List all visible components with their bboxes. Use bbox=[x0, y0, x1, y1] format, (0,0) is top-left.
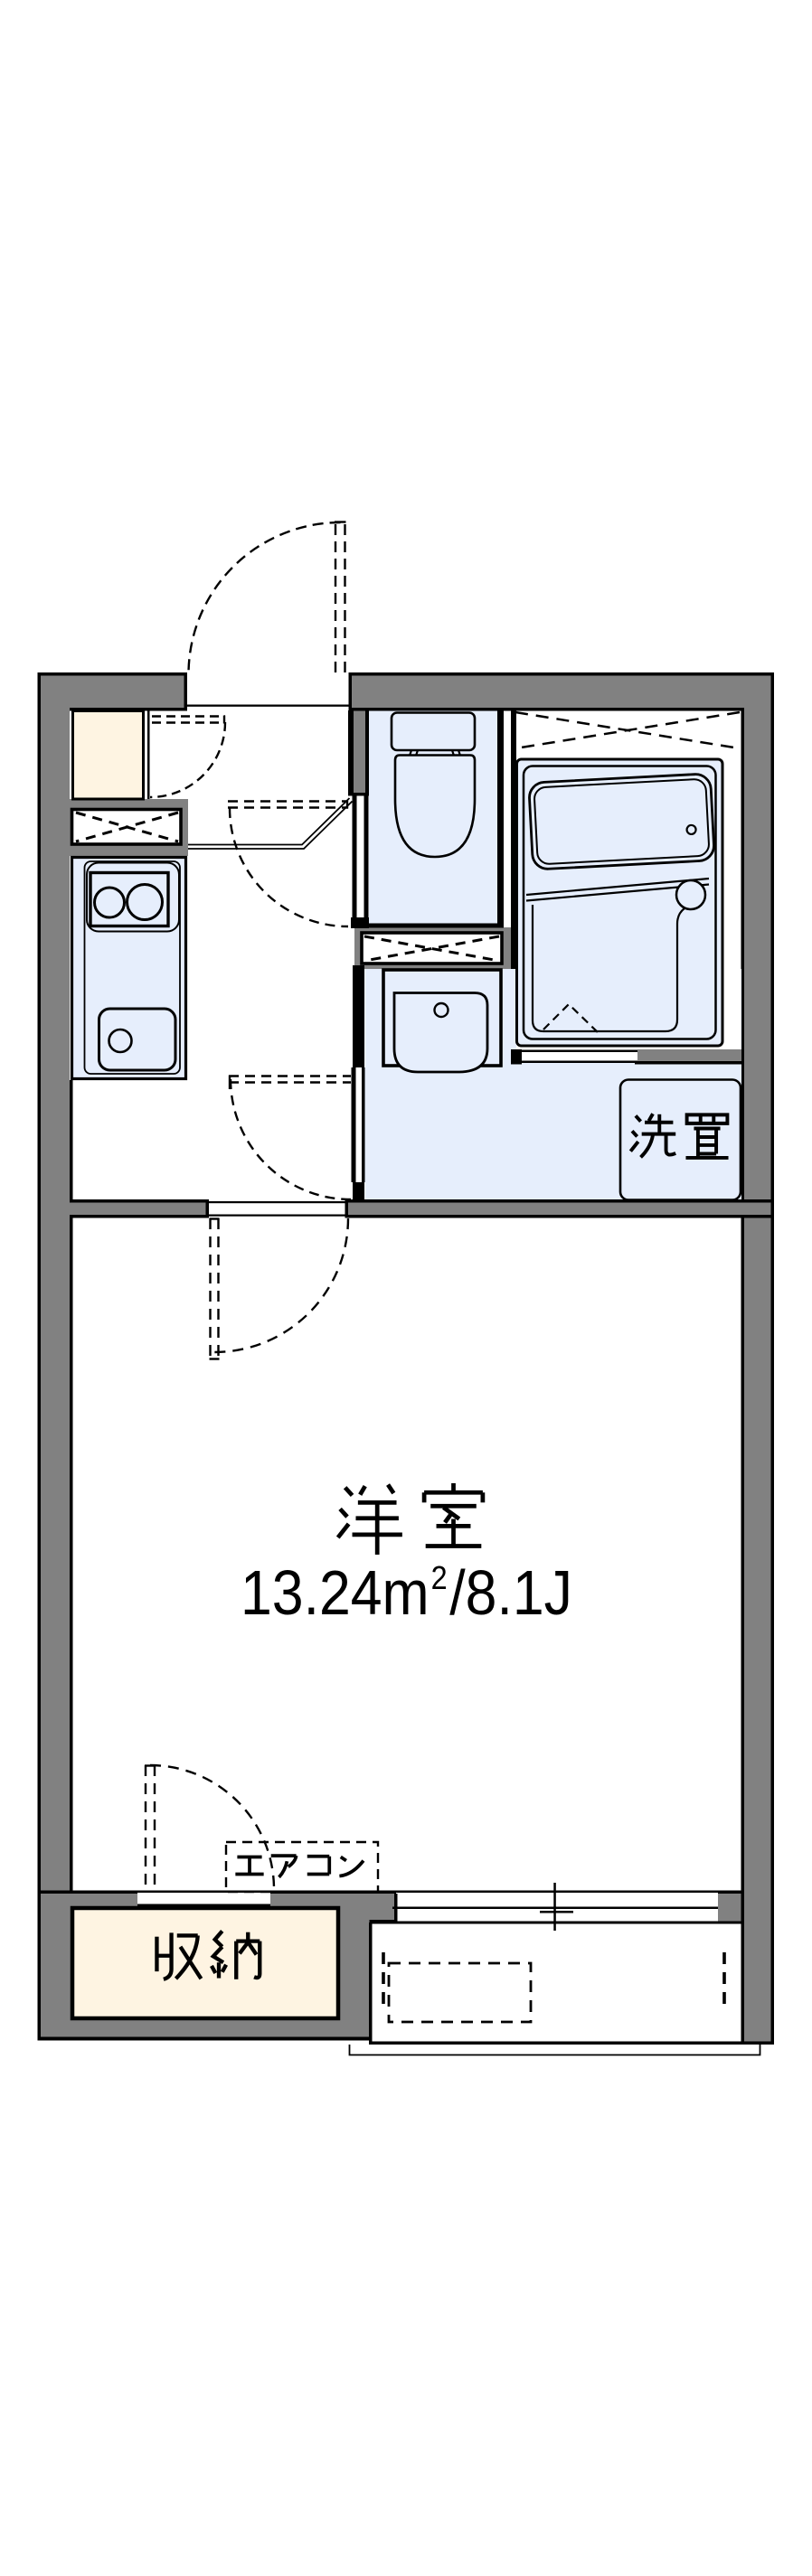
svg-text:/8.1J: /8.1J bbox=[449, 1558, 572, 1629]
svg-text:13.24m: 13.24m bbox=[241, 1558, 430, 1629]
svg-text:2: 2 bbox=[431, 1560, 448, 1596]
